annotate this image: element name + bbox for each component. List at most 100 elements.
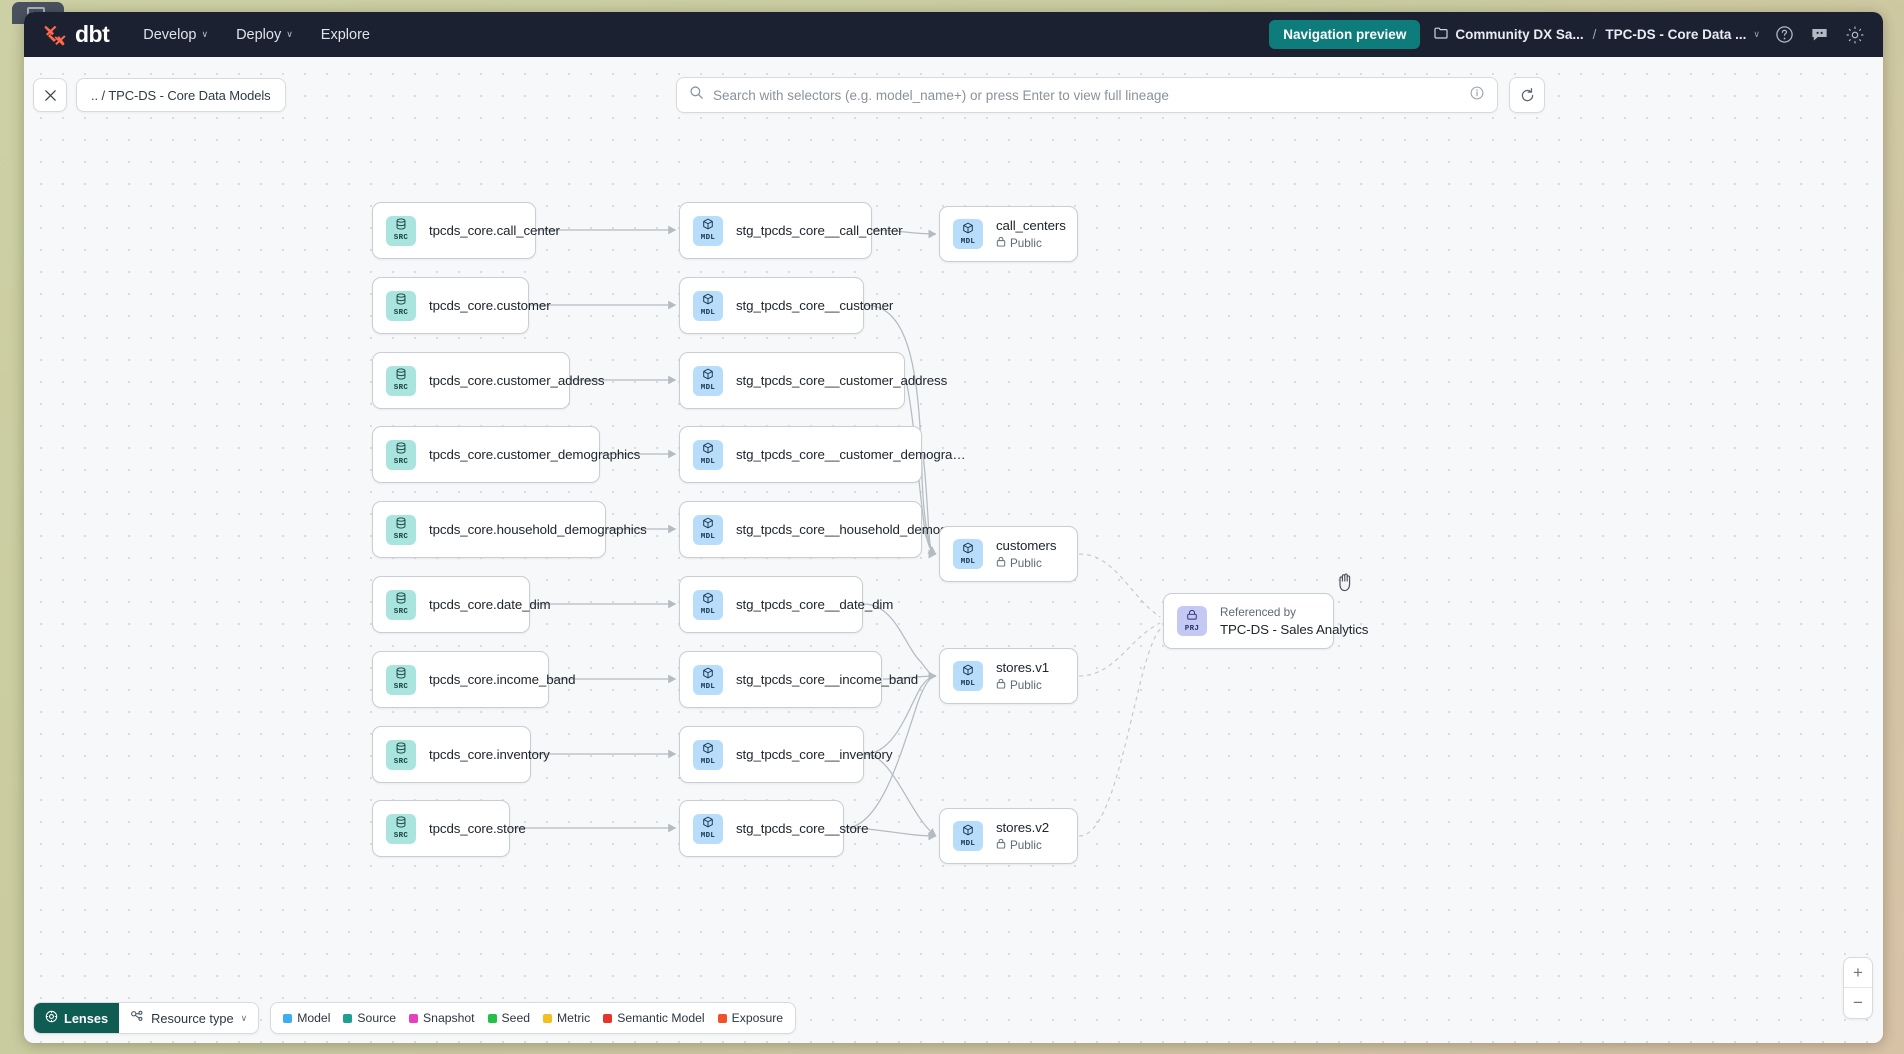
legend-item-seed[interactable]: Seed <box>487 1011 530 1025</box>
lineage-node-source[interactable]: SRC tpcds_core.date_dim <box>372 576 551 633</box>
badge-label: MDL <box>700 758 716 767</box>
lineage-node-model[interactable]: MDL stg_tpcds_core__call_center <box>679 202 903 259</box>
lineage-node-source[interactable]: SRC tpcds_core.customer_demographics <box>372 426 641 483</box>
lineage-node-model[interactable]: MDL stg_tpcds_core__date_dim <box>679 576 894 633</box>
lineage-node-mart[interactable]: MDL customers Public <box>939 526 1078 582</box>
node-name: stg_tpcds_core__customer_address <box>736 373 948 388</box>
lenses-button[interactable]: Lenses <box>34 1003 120 1033</box>
lineage-node-mart[interactable]: MDL stores.v2 Public <box>939 808 1078 864</box>
lineage-node-source[interactable]: SRC tpcds_core.customer <box>372 277 551 334</box>
navigation-preview-badge[interactable]: Navigation preview <box>1269 20 1421 49</box>
refresh-button[interactable] <box>1509 77 1545 113</box>
zoom-out-button[interactable]: − <box>1853 993 1863 1012</box>
legend-label: Exposure <box>731 1011 784 1025</box>
legend-swatch <box>543 1013 553 1023</box>
cube-icon <box>962 542 974 558</box>
search-input[interactable] <box>713 87 1460 103</box>
lineage-node-source[interactable]: SRC tpcds_core.store <box>372 800 526 857</box>
legend-item-exposure[interactable]: Exposure <box>717 1011 784 1025</box>
badge-label: MDL <box>700 683 716 692</box>
model-type-badge: MDL <box>693 365 723 396</box>
help-icon[interactable] <box>1774 24 1795 45</box>
legend-item-model[interactable]: Model <box>283 1011 330 1025</box>
database-icon <box>395 442 407 458</box>
lineage-node-model[interactable]: MDL stg_tpcds_core__customer_address <box>679 352 948 409</box>
lineage-node-project-reference[interactable]: PRJ Referenced by TPC-DS - Sales Analyti… <box>1163 593 1369 649</box>
zoom-in-button[interactable]: + <box>1844 958 1872 988</box>
dbt-logo[interactable]: dbt <box>42 21 110 48</box>
node-name: tpcds_core.store <box>429 821 526 836</box>
breadcrumb-project[interactable]: TPC-DS - Core Data ... <box>1605 27 1747 42</box>
lineage-node-source[interactable]: SRC tpcds_core.income_band <box>372 651 575 708</box>
lineage-node-model[interactable]: MDL stg_tpcds_core__customer <box>679 277 893 334</box>
close-button[interactable] <box>33 78 67 112</box>
cube-icon <box>962 824 974 840</box>
nav-item-develop[interactable]: Develop ∨ <box>143 27 208 43</box>
lineage-node-source[interactable]: SRC tpcds_core.call_center <box>372 202 560 259</box>
model-type-badge: MDL <box>693 215 723 246</box>
cube-icon <box>702 293 714 309</box>
search-bar[interactable] <box>676 77 1498 113</box>
lineage-node-source[interactable]: SRC tpcds_core.customer_address <box>372 352 605 409</box>
chevron-down-icon: ∨ <box>286 29 293 39</box>
app-window: dbt Develop ∨ Deploy ∨ Explore Navigatio… <box>24 12 1883 1043</box>
node-name: stg_tpcds_core__call_center <box>736 223 903 238</box>
lineage-node-model[interactable]: MDL stg_tpcds_core__customer_demogra… <box>679 426 966 483</box>
lineage-canvas[interactable]: .. / TPC-DS - Core Data Models <box>24 57 1883 1043</box>
legend-swatch <box>603 1013 613 1023</box>
legend-item-metric[interactable]: Metric <box>543 1011 590 1025</box>
lock-icon <box>996 838 1006 852</box>
resource-type-button[interactable]: Resource type ∨ <box>119 1003 259 1033</box>
badge-label: SRC <box>393 458 409 467</box>
breadcrumb-account[interactable]: Community DX Sa... <box>1455 27 1584 42</box>
info-icon[interactable] <box>1469 85 1485 106</box>
legend-item-source[interactable]: Source <box>343 1011 396 1025</box>
source-type-badge: SRC <box>386 365 416 396</box>
lineage-node-mart[interactable]: MDL call_centers Public <box>939 206 1078 262</box>
brand-wordmark: dbt <box>75 21 110 47</box>
cube-icon <box>702 667 714 683</box>
lineage-breadcrumb-chip[interactable]: .. / TPC-DS - Core Data Models <box>76 78 286 112</box>
badge-label: MDL <box>960 557 976 566</box>
nav-develop-label: Develop <box>143 26 197 43</box>
legend-label: Semantic Model <box>617 1011 705 1025</box>
node-name: stg_tpcds_core__inventory <box>736 747 893 762</box>
cube-icon <box>702 218 714 234</box>
node-name: stores.v1 <box>996 660 1050 675</box>
badge-label: MDL <box>700 234 716 243</box>
lineage-node-model[interactable]: MDL stg_tpcds_core__inventory <box>679 726 893 783</box>
reference-project-name: TPC-DS - Sales Analytics <box>1220 621 1369 637</box>
model-type-badge: MDL <box>953 539 983 569</box>
nav-item-deploy[interactable]: Deploy ∨ <box>236 27 293 43</box>
legend-item-semantic-model[interactable]: Semantic Model <box>603 1011 705 1025</box>
model-type-badge: MDL <box>693 514 723 545</box>
model-type-badge: MDL <box>693 664 723 695</box>
cube-icon <box>702 742 714 758</box>
settings-gear-icon[interactable] <box>1844 24 1865 45</box>
lineage-node-model[interactable]: MDL stg_tpcds_core__household_demogr… <box>679 501 965 558</box>
model-type-badge: MDL <box>953 219 983 249</box>
node-name: stg_tpcds_core__date_dim <box>736 597 894 612</box>
feedback-icon[interactable] <box>1809 24 1830 45</box>
lineage-node-model[interactable]: MDL stg_tpcds_core__store <box>679 800 869 857</box>
lineage-node-model[interactable]: MDL stg_tpcds_core__income_band <box>679 651 918 708</box>
node-name: tpcds_core.customer_demographics <box>429 447 641 462</box>
model-type-badge: MDL <box>693 589 723 620</box>
model-type-badge: MDL <box>693 439 723 470</box>
lineage-node-mart[interactable]: MDL stores.v1 Public <box>939 648 1078 704</box>
badge-label: MDL <box>700 384 716 393</box>
nav-explore-label: Explore <box>320 26 370 43</box>
dbt-mark-icon <box>42 22 68 48</box>
legend-item-snapshot[interactable]: Snapshot <box>409 1011 475 1025</box>
model-type-badge: MDL <box>693 813 723 844</box>
chevron-down-icon[interactable]: ∨ <box>1753 29 1760 39</box>
source-type-badge: SRC <box>386 813 416 844</box>
legend-label: Source <box>357 1011 397 1025</box>
node-name: stg_tpcds_core__household_demogr… <box>736 522 965 537</box>
nav-item-explore[interactable]: Explore <box>321 27 370 43</box>
lineage-node-source[interactable]: SRC tpcds_core.inventory <box>372 726 550 783</box>
chevron-down-icon: ∨ <box>201 29 209 39</box>
lineage-node-source[interactable]: SRC tpcds_core.household_demographics <box>372 501 647 558</box>
badge-label: PRJ <box>1184 624 1200 633</box>
